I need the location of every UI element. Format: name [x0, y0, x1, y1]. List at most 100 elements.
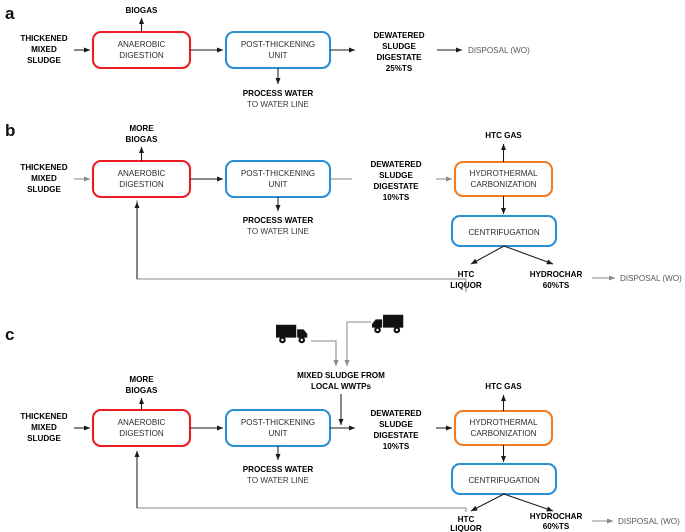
panel-a-letter: a [5, 4, 15, 23]
label-to-water-line: TO WATER LINE [247, 476, 310, 485]
panel-b-hydrochar-label: HYDROCHAR 60%TS [530, 270, 583, 290]
box-label-line1: POST-THICKENING [241, 418, 315, 427]
svg-text:THICKENED: THICKENED [20, 34, 67, 43]
box-label-line2: UNIT [269, 180, 288, 189]
box-label-line2: UNIT [269, 429, 288, 438]
svg-text:DIGESTATE: DIGESTATE [376, 53, 422, 62]
svg-text:MIXED: MIXED [31, 174, 57, 183]
svg-text:LOCAL WWTPs: LOCAL WWTPs [311, 382, 372, 391]
box-centrifugation[interactable]: CENTRIFUGATION [450, 462, 558, 496]
label-biogas: BIOGAS [126, 6, 159, 15]
label-disposal: DISPOSAL (WO) [620, 274, 682, 283]
panel-c-imported-sludge-label: MIXED SLUDGE FROM LOCAL WWTPs [297, 371, 385, 391]
arrow-centrifugation-to-hydrochar [503, 493, 554, 512]
panel-a: a THICKENED MIXED SLUDGE ANAEROBIC DIGES… [5, 4, 530, 109]
box-post-thickening-unit[interactable]: POST-THICKENING UNIT [224, 159, 332, 199]
label-biogas: BIOGAS [126, 135, 159, 144]
svg-text:HYDROCHAR: HYDROCHAR [530, 512, 583, 521]
svg-text:HTC: HTC [458, 515, 475, 524]
svg-text:MIXED: MIXED [31, 423, 57, 432]
panel-b-input-label: THICKENED MIXED SLUDGE [20, 163, 67, 194]
svg-text:MIXED SLUDGE FROM: MIXED SLUDGE FROM [297, 371, 385, 380]
svg-text:HYDROCHAR: HYDROCHAR [530, 270, 583, 279]
box-label-line2: UNIT [269, 51, 288, 60]
svg-text:DIGESTATE: DIGESTATE [373, 431, 419, 440]
box-anaerobic-digestion[interactable]: ANAEROBIC DIGESTION [91, 408, 192, 448]
label-htc-gas: HTC GAS [485, 382, 522, 391]
box-hydrothermal-carbonization[interactable]: HYDROTHERMAL CARBONIZATION [453, 409, 554, 447]
label-disposal: DISPOSAL (WO) [468, 46, 530, 55]
panel-a-input-label: THICKENED MIXED SLUDGE [20, 34, 67, 65]
svg-text:SLUDGE: SLUDGE [27, 185, 61, 194]
svg-text:25%TS: 25%TS [386, 64, 413, 73]
panel-c: c MIXED SLUDGE FROM LOCAL WWTPs [5, 314, 680, 532]
truck-icon-left [276, 324, 308, 344]
svg-text:MIXED: MIXED [31, 45, 57, 54]
box-label-line2: CARBONIZATION [471, 180, 537, 189]
svg-text:SLUDGE: SLUDGE [379, 171, 413, 180]
label-to-water-line: TO WATER LINE [247, 227, 310, 236]
box-label-line1: POST-THICKENING [241, 40, 315, 49]
svg-text:SLUDGE: SLUDGE [27, 56, 61, 65]
line-htc-liquor-recycle [136, 200, 467, 292]
svg-text:10%TS: 10%TS [383, 442, 410, 451]
svg-text:DEWATERED: DEWATERED [370, 409, 421, 418]
label-more: MORE [129, 124, 154, 133]
panel-b-digestate-label: DEWATERED SLUDGE DIGESTATE 10%TS [370, 160, 421, 202]
svg-text:60%TS: 60%TS [543, 281, 570, 290]
line-truck-left-feed [311, 340, 339, 367]
panel-c-letter: c [5, 325, 14, 344]
label-biogas: BIOGAS [126, 386, 159, 395]
line-truck-right-feed [344, 321, 371, 367]
svg-text:THICKENED: THICKENED [20, 163, 67, 172]
label-process-water: PROCESS WATER [243, 216, 314, 225]
panel-c-hydrochar-label: HYDROCHAR 60%TS [530, 512, 583, 531]
box-label-line1: ANAEROBIC [118, 169, 166, 178]
svg-text:10%TS: 10%TS [383, 193, 410, 202]
box-label-line1: POST-THICKENING [241, 169, 315, 178]
box-label-line2: DIGESTION [119, 51, 164, 60]
box-label-line1: ANAEROBIC [118, 40, 166, 49]
box-label-line1: CENTRIFUGATION [468, 476, 539, 485]
box-label-line2: CARBONIZATION [471, 429, 537, 438]
box-label-line1: CENTRIFUGATION [468, 228, 539, 237]
svg-text:HTC: HTC [458, 270, 475, 279]
label-to-water-line: TO WATER LINE [247, 100, 310, 109]
arrow-centrifugation-to-htc-liquor [470, 493, 505, 512]
svg-text:DEWATERED: DEWATERED [373, 31, 424, 40]
svg-text:SLUDGE: SLUDGE [379, 420, 413, 429]
box-label-line2: DIGESTION [119, 180, 164, 189]
svg-text:SLUDGE: SLUDGE [382, 42, 416, 51]
box-post-thickening-unit[interactable]: POST-THICKENING UNIT [224, 408, 332, 448]
box-hydrothermal-carbonization[interactable]: HYDROTHERMAL CARBONIZATION [453, 160, 554, 198]
box-centrifugation[interactable]: CENTRIFUGATION [450, 214, 558, 248]
svg-text:DEWATERED: DEWATERED [370, 160, 421, 169]
label-process-water: PROCESS WATER [243, 89, 314, 98]
svg-text:60%TS: 60%TS [543, 522, 570, 531]
panel-b: b THICKENED MIXED SLUDGE ANAEROBIC DIGES… [5, 121, 682, 292]
panel-c-input-label: THICKENED MIXED SLUDGE [20, 412, 67, 443]
svg-text:SLUDGE: SLUDGE [27, 434, 61, 443]
truck-icon-right [372, 314, 404, 334]
box-anaerobic-digestion[interactable]: ANAEROBIC DIGESTION [91, 30, 192, 70]
box-post-thickening-unit[interactable]: POST-THICKENING UNIT [224, 30, 332, 70]
panel-b-letter: b [5, 121, 15, 140]
arrow-centrifugation-to-htc-liquor [470, 245, 505, 265]
svg-text:THICKENED: THICKENED [20, 412, 67, 421]
box-label-line2: DIGESTION [119, 429, 164, 438]
box-label-line1: ANAEROBIC [118, 418, 166, 427]
panel-c-digestate-label: DEWATERED SLUDGE DIGESTATE 10%TS [370, 409, 421, 451]
box-anaerobic-digestion[interactable]: ANAEROBIC DIGESTION [91, 159, 192, 199]
panel-c-htc-liquor-label: HTC LIQUOR [450, 515, 482, 532]
label-process-water: PROCESS WATER [243, 465, 314, 474]
panel-a-digestate-label: DEWATERED SLUDGE DIGESTATE 25%TS [373, 31, 424, 73]
label-disposal: DISPOSAL (WO) [618, 517, 680, 526]
label-htc-gas: HTC GAS [485, 131, 522, 140]
svg-text:DIGESTATE: DIGESTATE [373, 182, 419, 191]
label-more: MORE [129, 375, 154, 384]
svg-text:LIQUOR: LIQUOR [450, 524, 482, 532]
arrow-centrifugation-to-hydrochar [503, 245, 554, 265]
box-label-line1: HYDROTHERMAL [470, 418, 538, 427]
